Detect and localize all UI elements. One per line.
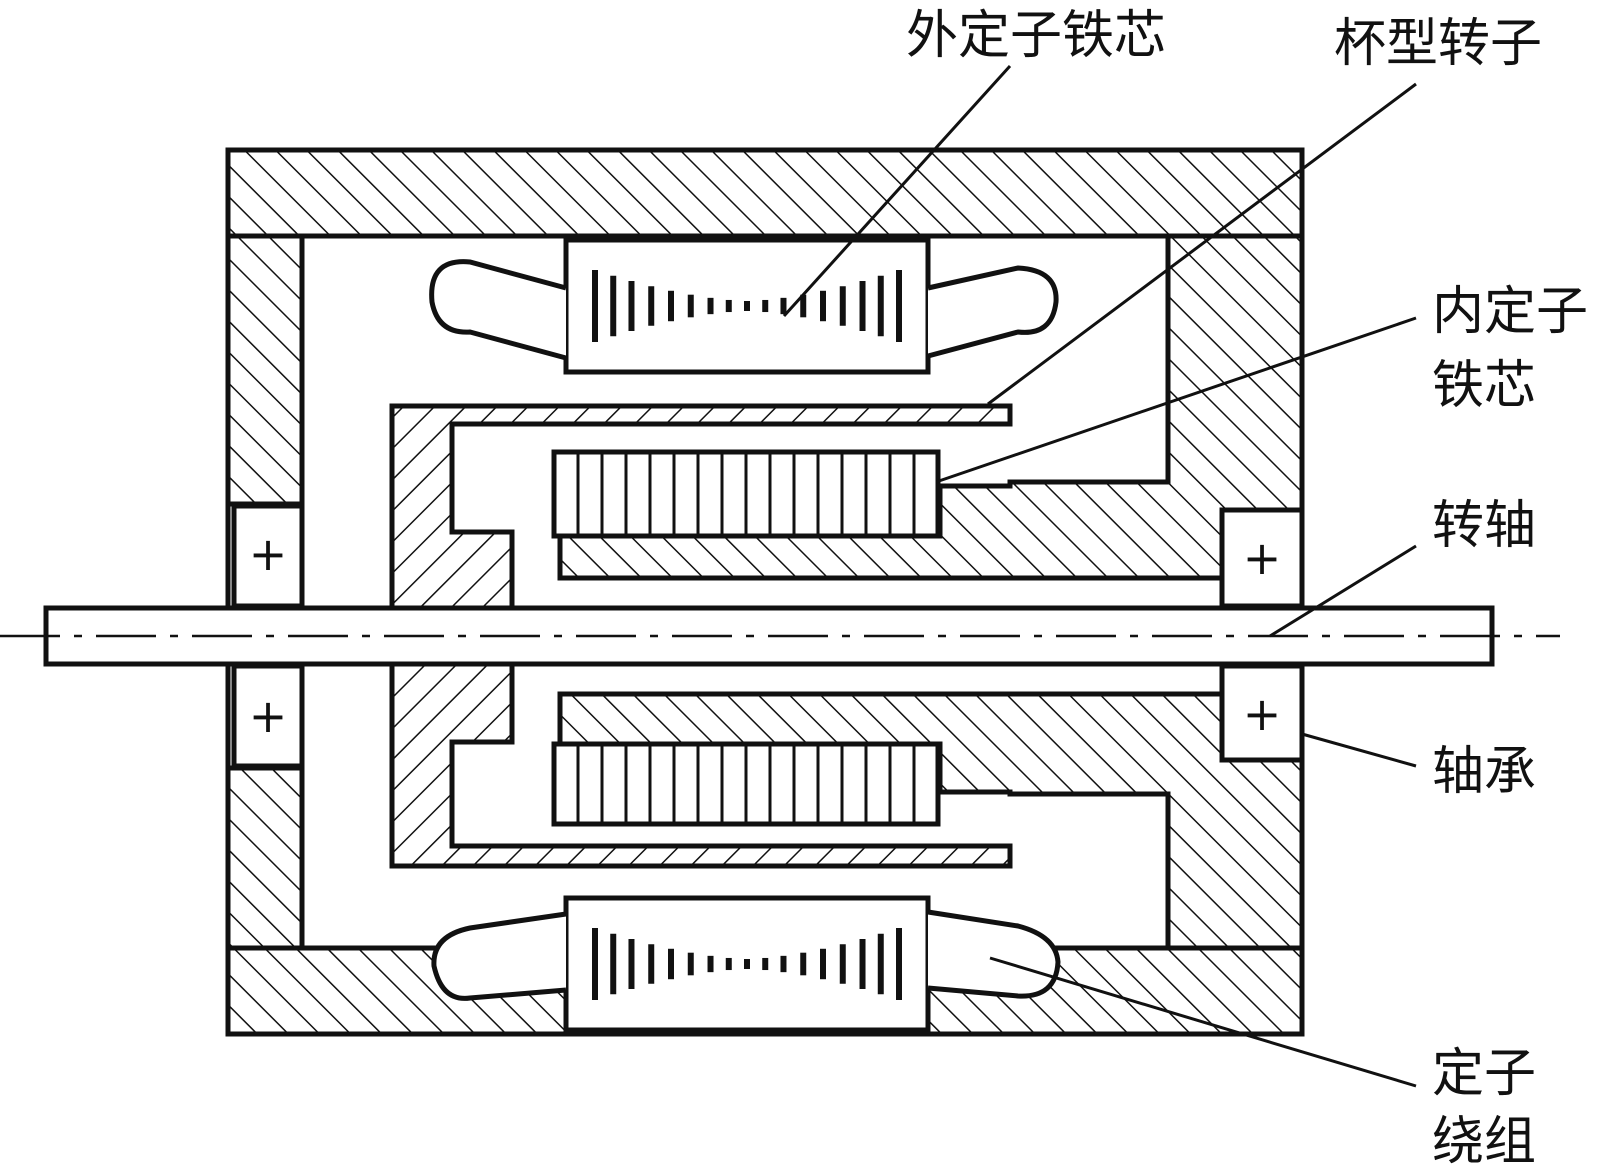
label-inner-stator-core-line2: 铁芯 (1432, 356, 1537, 416)
winding-upper-left (429, 259, 567, 361)
leader-outer-stator-core (782, 64, 1012, 318)
label-outer-stator-core: 外定子铁芯 (906, 6, 1167, 66)
label-stator-winding-line1: 定子 (1432, 1044, 1537, 1104)
bearing-mark-lower-left: + (249, 689, 288, 743)
leader-stator-winding (989, 956, 1417, 1088)
inner-stator-laminations (576, 452, 916, 824)
left-endcap-upper (225, 233, 305, 507)
leader-cup-rotor (987, 82, 1417, 406)
bearing-mark-lower-right: + (1243, 687, 1282, 741)
leader-inner-stator-core (935, 316, 1417, 484)
bearing-mark-upper-left: + (249, 527, 288, 581)
label-inner-stator-core-line1: 内定子 (1432, 282, 1589, 342)
label-stator-winding-line2: 绕组 (1432, 1112, 1537, 1172)
leader-bearing (1301, 732, 1417, 768)
left-endcap-lower (225, 765, 305, 951)
housing-top (225, 147, 1305, 239)
cup-rotor-lower (389, 661, 1013, 869)
label-cup-rotor: 杯型转子 (1334, 14, 1543, 74)
winding-upper-right (927, 265, 1059, 359)
label-bearing: 轴承 (1432, 742, 1537, 802)
outer-stator-slot-conductors (592, 270, 902, 1000)
winding-lower-left (431, 911, 567, 1001)
leader-shaft (1269, 544, 1417, 638)
bearing-mark-upper-right: + (1243, 531, 1282, 585)
winding-lower-right (927, 909, 1061, 999)
label-shaft: 转轴 (1432, 496, 1537, 556)
